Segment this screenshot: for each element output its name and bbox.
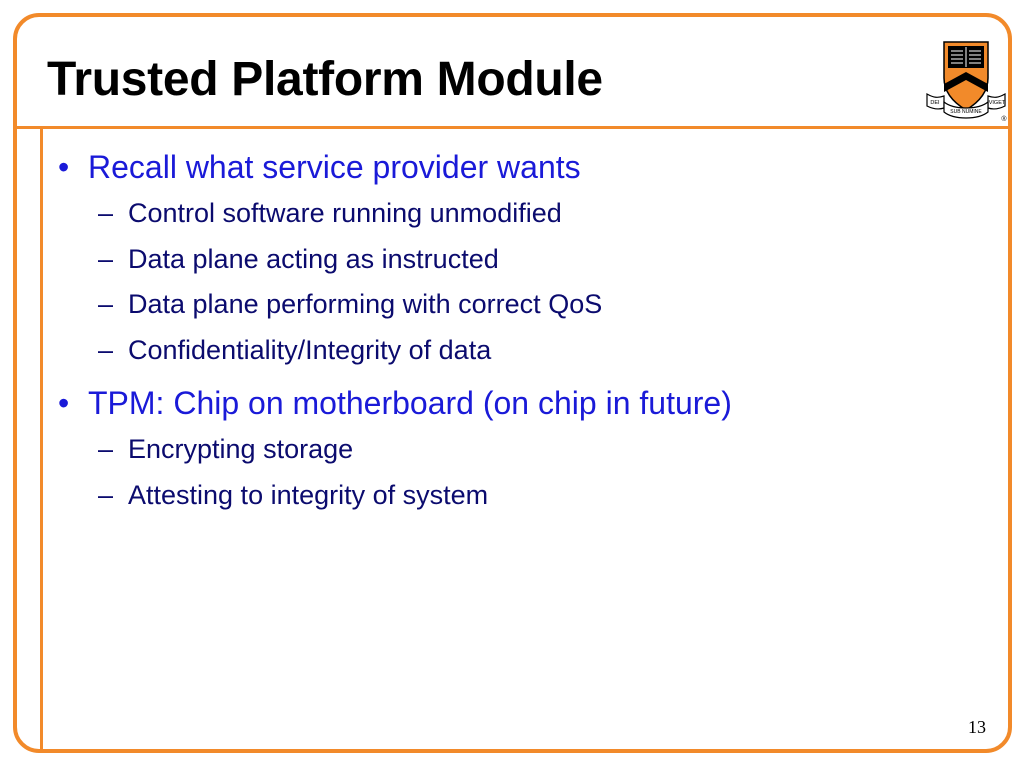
sub-bullet-text: Encrypting storage <box>128 434 354 464</box>
bullet-item: • TPM: Chip on motherboard (on chip in f… <box>58 379 988 427</box>
sub-bullet-item: – Attesting to integrity of system <box>58 473 988 519</box>
sub-bullet-list: – Encrypting storage – Attesting to inte… <box>58 427 988 518</box>
dash-glyph: – <box>98 334 114 365</box>
bullet-text: Recall what service provider wants <box>88 149 581 185</box>
sub-bullet-item: – Confidentiality/Integrity of data <box>58 328 988 374</box>
bullet-item: • Recall what service provider wants <box>58 143 988 191</box>
dash-glyph: – <box>98 479 114 510</box>
dash-glyph: – <box>98 243 114 274</box>
title-divider <box>13 126 1008 129</box>
sub-bullet-text: Data plane performing with correct QoS <box>128 289 603 319</box>
bullet-glyph: • <box>58 385 70 421</box>
slide-frame <box>13 13 1012 753</box>
dash-glyph: – <box>98 198 114 228</box>
slide-title: Trusted Platform Module <box>47 53 603 106</box>
sub-bullet-text: Data plane acting as instructed <box>128 243 499 274</box>
sub-bullet-item: – Encrypting storage <box>58 427 988 473</box>
registered-mark: ® <box>1001 115 1007 122</box>
logo-banner-left: DEI <box>930 100 940 106</box>
slide-body: • Recall what service provider wants – C… <box>58 143 988 524</box>
sub-bullet-list: – Control software running unmodified – … <box>58 191 988 373</box>
side-divider <box>40 126 43 749</box>
dash-glyph: – <box>98 434 114 464</box>
sub-bullet-item: – Data plane acting as instructed <box>58 237 988 283</box>
sub-bullet-item: – Control software running unmodified <box>58 191 988 237</box>
bullet-glyph: • <box>58 149 70 185</box>
page-number: 13 <box>968 717 986 737</box>
logo-banner-right: VIGET <box>989 100 1006 106</box>
sub-bullet-text: Confidentiality/Integrity of data <box>128 334 492 365</box>
dash-glyph: – <box>98 289 114 319</box>
princeton-shield-logo: DEI SUB NUMINE VIGET ® <box>926 41 1007 122</box>
bullet-text: TPM: Chip on motherboard (on chip in fut… <box>88 385 732 421</box>
sub-bullet-item: – Data plane performing with correct QoS <box>58 282 988 328</box>
sub-bullet-text: Attesting to integrity of system <box>128 479 489 510</box>
logo-banner-middle: SUB NUMINE <box>950 109 982 115</box>
sub-bullet-text: Control software running unmodified <box>128 198 562 228</box>
